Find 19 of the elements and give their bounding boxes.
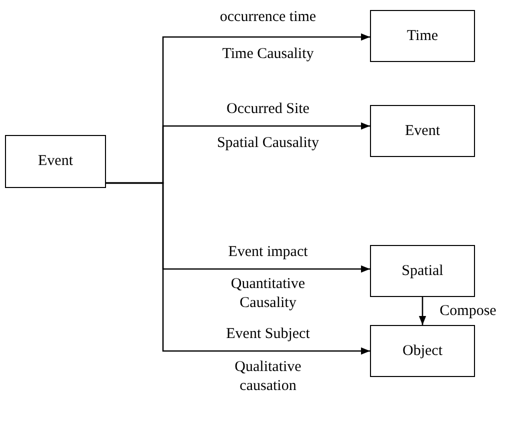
node-label: Object	[402, 342, 442, 360]
process-box	[370, 10, 475, 62]
node-label: Event	[405, 122, 440, 140]
node-label: Spatial	[402, 262, 444, 280]
arrow	[106, 182, 370, 355]
relation-label: Qualitative causation	[234, 358, 302, 396]
edge-label: Compose	[440, 302, 496, 321]
process-box	[370, 325, 475, 377]
process-box	[370, 245, 475, 297]
relation-label: Spatial Causality	[216, 134, 320, 153]
relation-label: Quantitative Causality	[230, 275, 306, 313]
process-box	[5, 135, 106, 188]
process-box	[370, 105, 475, 157]
edge-label: Event impact	[228, 243, 308, 262]
arrow	[418, 297, 426, 325]
node-label: Event	[38, 153, 73, 170]
node-label: Time	[406, 28, 438, 44]
relation-label: Time Causality	[221, 45, 315, 64]
edge-label: Event Subject	[226, 325, 310, 344]
